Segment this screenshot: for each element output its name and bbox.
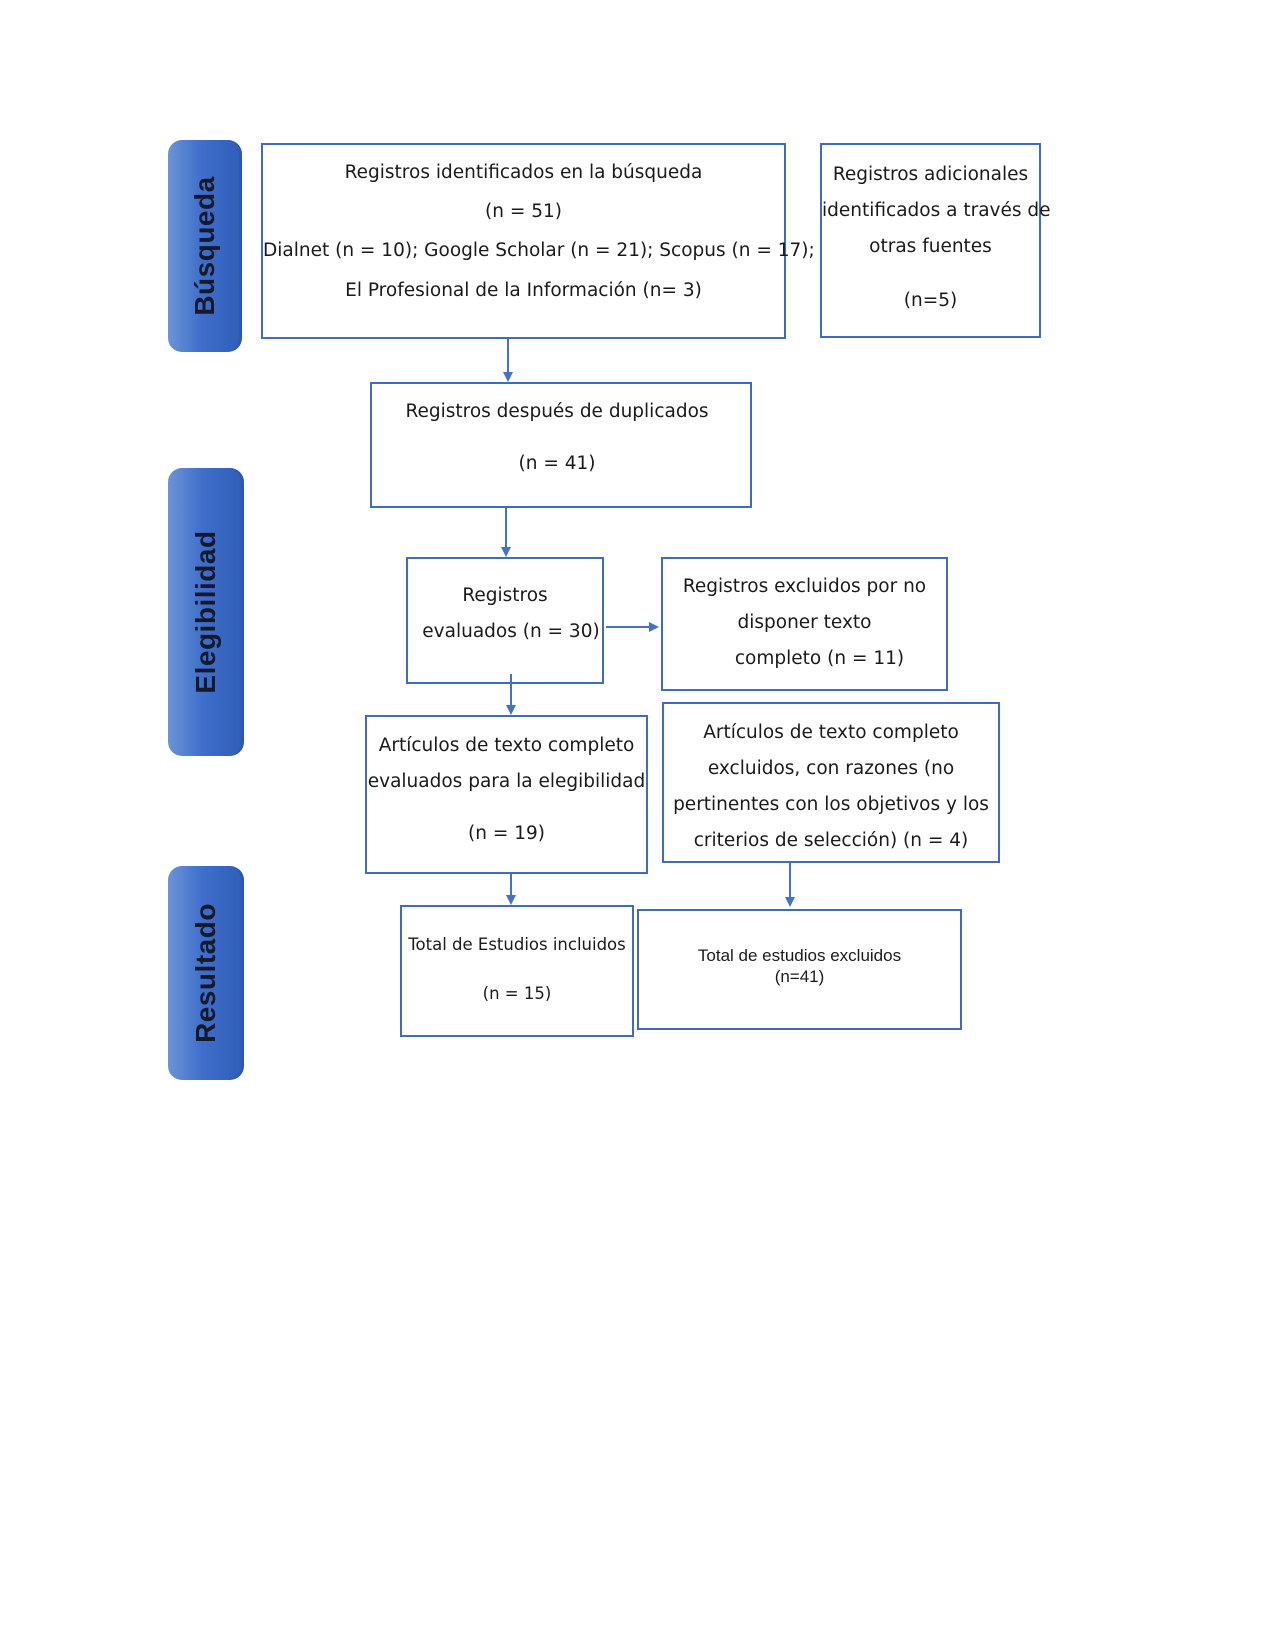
- evaluated-records-box: Registros evaluados (n = 30): [406, 557, 604, 684]
- identified-records-box: Registros identificados en la búsqueda (…: [261, 143, 815, 339]
- fulltext-evaluated-line1: Artículos de texto completo: [378, 735, 635, 756]
- excluded-studies-box: Total de estudios excluidos (n=41): [637, 909, 962, 1030]
- additional-line1: Registros adicionales: [832, 164, 1029, 185]
- identified-line3: Dialnet (n = 10); Google Scholar (n = 21…: [263, 240, 815, 261]
- excluded-no-fulltext-box: Registros excluidos por no disponer text…: [661, 557, 948, 691]
- excluded-total-line1: Total de estudios excluidos: [697, 946, 902, 965]
- additional-line2: identificados a través de: [822, 200, 1051, 221]
- additional-line3: otras fuentes: [869, 236, 992, 257]
- identified-line1: Registros identificados en la búsqueda: [344, 162, 703, 183]
- fulltext-excluded-line2: excluidos, con razones (no: [707, 758, 955, 779]
- fulltext-evaluated-box: Artículos de texto completo evaluados pa…: [365, 715, 648, 874]
- included-studies-box: Total de Estudios incluidos (n = 15): [400, 905, 634, 1037]
- evaluated-line1: Registros: [462, 585, 548, 606]
- phase-resultado: Resultado: [168, 866, 244, 1080]
- included-line1: Total de Estudios incluidos: [408, 935, 626, 954]
- after-duplicates-line1: Registros después de duplicados: [405, 401, 709, 422]
- fulltext-excluded-line1: Artículos de texto completo: [703, 722, 959, 743]
- additional-line4: (n=5): [903, 290, 958, 311]
- after-duplicates-box: Registros después de duplicados (n = 41): [370, 382, 752, 508]
- excluded-total-line2: (n=41): [774, 967, 825, 986]
- fulltext-excluded-box: Artículos de texto completo excluidos, c…: [662, 702, 1000, 863]
- excluded-no-text-line3: completo (n = 11): [734, 648, 905, 669]
- phase-busqueda: Búsqueda: [168, 140, 242, 352]
- fulltext-excluded-line4: criterios de selección) (n = 4): [693, 830, 969, 851]
- identified-line4: El Profesional de la Información (n= 3): [345, 280, 702, 301]
- fulltext-evaluated-line2: evaluados para la elegibilidad: [367, 771, 646, 792]
- phase-elegibilidad: Elegibilidad: [168, 468, 244, 756]
- identified-line2: (n = 51): [485, 201, 562, 222]
- evaluated-line2: evaluados (n = 30): [422, 621, 600, 642]
- additional-records-box: Registros adicionales identificados a tr…: [820, 143, 1051, 338]
- fulltext-evaluated-line3: (n = 19): [468, 823, 545, 844]
- after-duplicates-line2: (n = 41): [518, 453, 596, 474]
- fulltext-excluded-line3: pertinentes con los objetivos y los: [673, 794, 989, 815]
- excluded-no-text-line1: Registros excluidos por no: [682, 576, 927, 597]
- included-line2: (n = 15): [482, 984, 552, 1003]
- excluded-no-text-line2: disponer texto: [737, 612, 872, 633]
